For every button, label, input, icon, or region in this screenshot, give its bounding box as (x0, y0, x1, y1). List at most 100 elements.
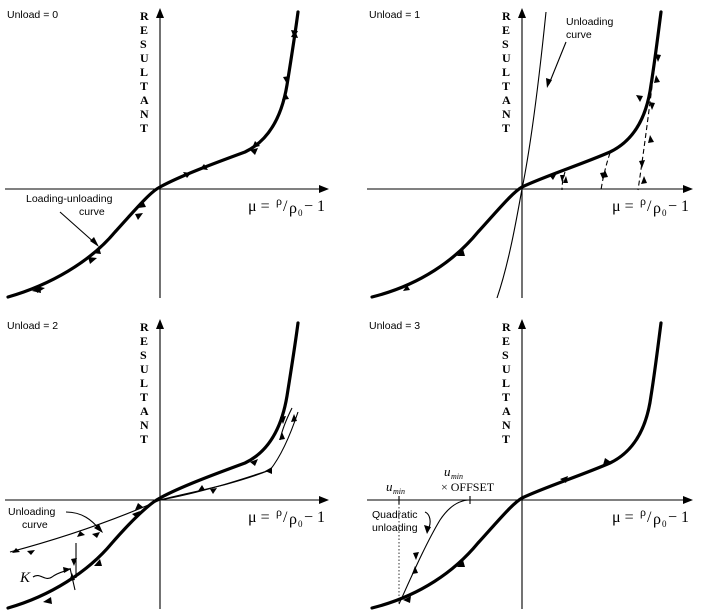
svg-text:L: L (140, 65, 148, 79)
x-axis-arrowhead (683, 496, 693, 504)
callout-line1: Unloading (566, 16, 613, 28)
svg-text:μ =: μ = (612, 509, 634, 526)
svg-text:min: min (393, 487, 405, 496)
x-axis-label: μ = ρ / ρ 0 − 1 (248, 505, 325, 529)
callout-pointer (59, 211, 97, 245)
callout-line1: Quadratic (372, 509, 418, 521)
loading-curve (370, 321, 663, 610)
svg-text:N: N (502, 418, 511, 432)
x-axis-arrowhead (319, 496, 329, 504)
svg-text:− 1: − 1 (668, 198, 689, 215)
svg-text:S: S (502, 348, 509, 362)
svg-text:T: T (502, 390, 510, 404)
unloading-curve-compression-2 (159, 469, 271, 501)
svg-text:A: A (140, 404, 149, 418)
unloading-curve (496, 11, 547, 299)
svg-text:N: N (140, 418, 149, 432)
svg-text:0: 0 (298, 519, 303, 529)
svg-text:E: E (140, 334, 148, 348)
svg-text:U: U (502, 51, 511, 65)
y-axis-arrowhead (156, 319, 164, 329)
curve-arrows (12, 414, 297, 604)
svg-text:ρ: ρ (289, 511, 297, 528)
svg-text:E: E (502, 23, 510, 37)
x-axis-arrowhead (319, 185, 329, 193)
x-axis-label: μ = ρ / ρ 0 − 1 (612, 505, 689, 529)
svg-text:T: T (140, 79, 148, 93)
svg-text:− 1: − 1 (304, 509, 325, 526)
callout-line2: curve (79, 206, 105, 218)
svg-text:ρ: ρ (653, 511, 661, 528)
svg-text:0: 0 (298, 208, 303, 218)
umin-label: u min (386, 479, 405, 496)
x-axis-arrowhead (683, 185, 693, 193)
svg-text:T: T (502, 121, 510, 135)
umin-offset-label: u min × OFFSET (441, 464, 495, 494)
y-axis-arrowhead (156, 8, 164, 18)
x-axis-label: μ = ρ / ρ 0 − 1 (248, 194, 325, 218)
unloading-curve-tension (9, 499, 161, 553)
svg-text:ρ: ρ (653, 200, 661, 217)
svg-text:− 1: − 1 (668, 509, 689, 526)
svg-text:/: / (647, 198, 652, 215)
svg-text:ρ: ρ (640, 505, 646, 519)
svg-text:N: N (140, 107, 149, 121)
svg-text:E: E (502, 334, 510, 348)
panel-title: Unload = 3 (369, 320, 420, 332)
quadratic-unloading-curve (398, 499, 471, 605)
y-axis-label: RES ULT ANT (140, 9, 149, 135)
svg-text:T: T (140, 432, 148, 446)
unloading-branch-3 (637, 13, 662, 191)
callout-pointer (548, 41, 567, 85)
y-axis-arrowhead (518, 8, 526, 18)
y-axis-arrowhead (518, 319, 526, 329)
svg-text:/: / (647, 509, 652, 526)
svg-text:L: L (502, 376, 510, 390)
y-axis-label: RES ULT ANT (502, 320, 511, 446)
panel-title: Unload = 1 (369, 9, 420, 21)
callout-line2: curve (22, 519, 48, 531)
k-arrowhead (63, 567, 71, 573)
svg-text:μ =: μ = (248, 509, 270, 526)
svg-text:T: T (140, 121, 148, 135)
svg-text:− 1: − 1 (304, 198, 325, 215)
panel-unload-1: Unload = 1 RES ULT ANT μ = ρ / ρ 0 − 1 (367, 8, 693, 299)
curve-arrows (32, 30, 298, 293)
svg-text:U: U (502, 362, 511, 376)
panel-title: Unload = 2 (7, 320, 58, 332)
svg-text:/: / (283, 509, 288, 526)
svg-text:R: R (502, 320, 511, 334)
svg-text:min: min (451, 472, 463, 481)
svg-text:S: S (140, 37, 147, 51)
x-axis-label: μ = ρ / ρ 0 − 1 (612, 194, 689, 218)
y-axis-label: RES ULT ANT (502, 9, 511, 135)
svg-text:× OFFSET: × OFFSET (441, 480, 495, 494)
callout-arrowhead (546, 78, 552, 88)
svg-text:U: U (140, 51, 149, 65)
svg-text:S: S (502, 37, 509, 51)
svg-text:u: u (386, 479, 393, 494)
svg-text:A: A (502, 404, 511, 418)
svg-text:E: E (140, 23, 148, 37)
svg-text:u: u (444, 464, 451, 479)
loading-curve (6, 321, 300, 610)
panel-title: Unload = 0 (7, 9, 58, 21)
k-pointer (32, 569, 69, 579)
panel-unload-0: Unload = 0 RES ULT ANT μ = ρ / ρ 0 − 1 (5, 8, 329, 299)
svg-text:R: R (502, 9, 511, 23)
svg-text:S: S (140, 348, 147, 362)
y-axis-label: RES ULT ANT (140, 320, 149, 446)
loading-curve (370, 10, 663, 299)
callout-line2: unloading (372, 522, 418, 534)
svg-text:0: 0 (662, 519, 667, 529)
k-label: K (19, 570, 31, 586)
svg-text:T: T (140, 390, 148, 404)
svg-text:μ =: μ = (248, 198, 270, 215)
callout-line1: Unloading (8, 506, 55, 518)
callout-line2: curve (566, 29, 592, 41)
svg-text:ρ: ρ (289, 200, 297, 217)
curve-arrows (403, 54, 661, 291)
svg-text:ρ: ρ (276, 505, 282, 519)
panel-unload-3: Unload = 3 RES ULT ANT μ = ρ / ρ 0 − 1 (367, 319, 693, 610)
